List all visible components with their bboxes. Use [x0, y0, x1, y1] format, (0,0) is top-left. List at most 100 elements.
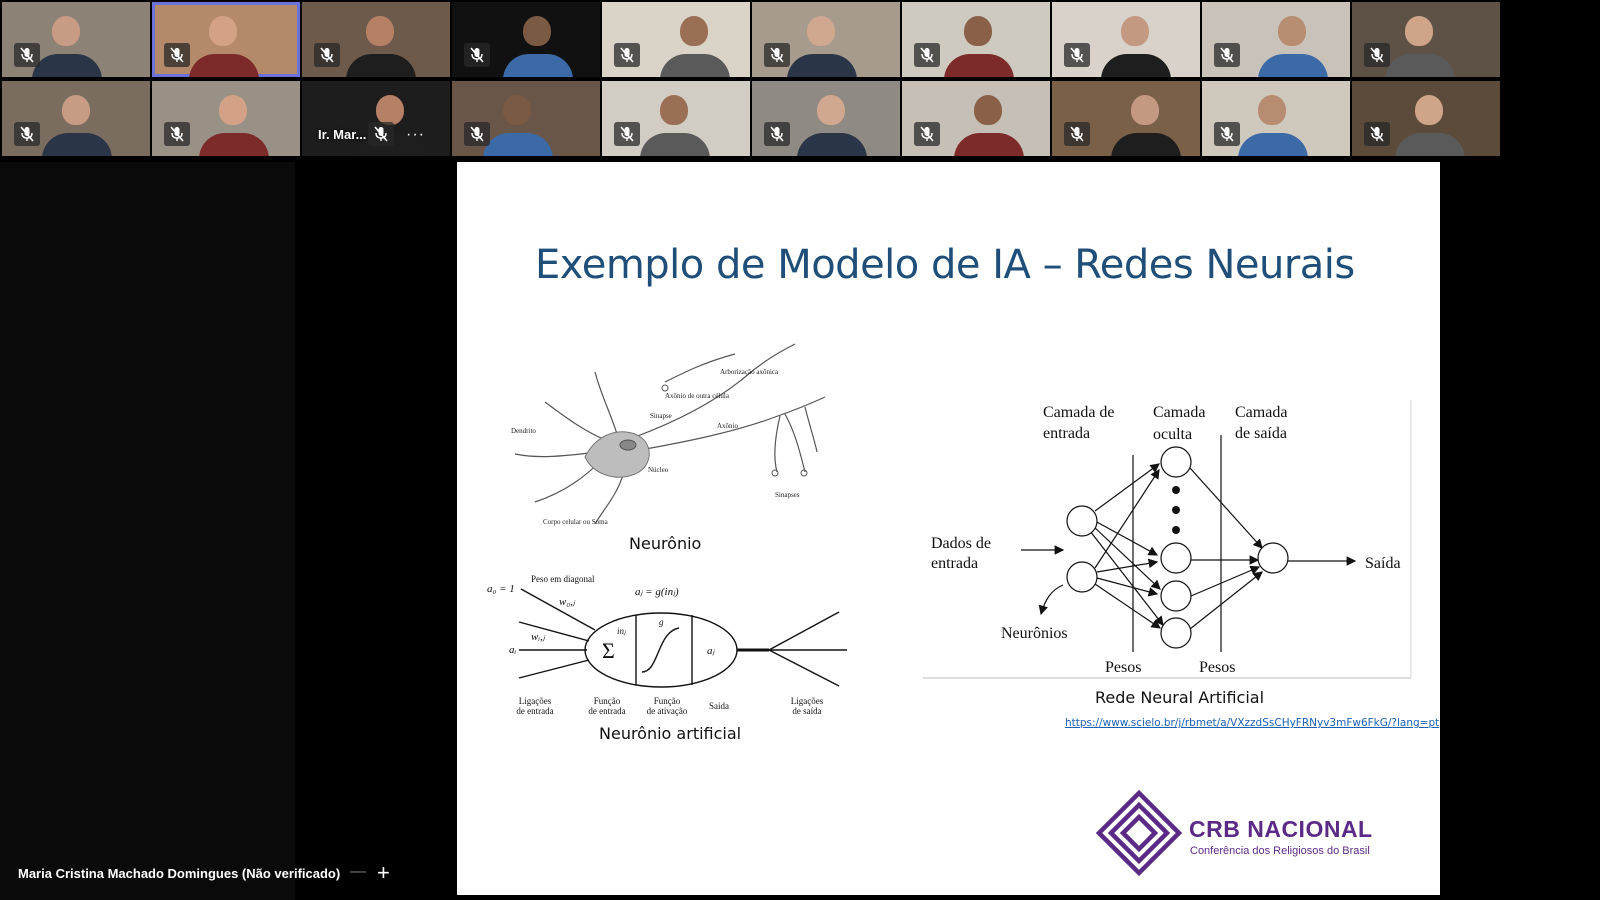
shared-screen: Exemplo de Modelo de IA – Redes Neurais [295, 162, 1600, 900]
label-funcao-entrada-1: Função [594, 696, 621, 706]
participant-tile[interactable] [1352, 2, 1500, 77]
participant-face [1405, 16, 1433, 46]
participant-tile[interactable] [452, 81, 600, 156]
participant-body [944, 54, 1014, 77]
muted-mic-icon [914, 122, 940, 146]
muted-mic-icon [614, 43, 640, 67]
participant-face [523, 16, 551, 46]
label-nucleo: Núcleo [648, 466, 669, 474]
participant-tile[interactable] [302, 2, 450, 77]
muted-mic-icon [14, 122, 40, 146]
label-camada-saida-1: Camada [1235, 404, 1287, 421]
slide-title: Exemplo de Modelo de IA – Redes Neurais [535, 242, 1355, 288]
participant-face [1258, 95, 1286, 125]
participant-tile[interactable] [1202, 2, 1350, 77]
participant-body [1111, 133, 1181, 156]
participant-tile[interactable] [602, 2, 750, 77]
participant-face [680, 16, 708, 46]
participant-tile[interactable] [1352, 81, 1500, 156]
label-a0: a₀ = 1 [487, 583, 515, 595]
participant-face [62, 95, 90, 125]
label-arborizacao: Arborização axônica [720, 368, 779, 376]
label-aj: aⱼ [707, 645, 716, 657]
muted-mic-icon [1214, 122, 1240, 146]
label-axonio: Axônio [717, 422, 739, 430]
participant-tile[interactable] [902, 81, 1050, 156]
participant-body [1385, 54, 1455, 77]
participant-body [199, 133, 269, 156]
participant-body [346, 54, 416, 77]
label-camada-entrada-1: Camada de [1043, 404, 1115, 421]
label-camada-oculta-1: Camada [1153, 404, 1205, 421]
label-funcao-ativacao-1: Função [654, 696, 681, 706]
participant-body [1238, 133, 1308, 156]
participant-tile[interactable] [602, 81, 750, 156]
participant-tile[interactable] [452, 2, 600, 77]
participant-face [219, 95, 247, 125]
muted-mic-icon [614, 122, 640, 146]
participant-tile[interactable]: Ir. Mar... ··· [302, 81, 450, 156]
participant-face [503, 95, 531, 125]
logo-name: CRB NACIONAL [1189, 816, 1373, 842]
muted-mic-icon [14, 43, 40, 67]
participant-tile[interactable] [1052, 81, 1200, 156]
participant-body [954, 133, 1024, 156]
participant-body [483, 133, 553, 156]
participant-face [974, 95, 1002, 125]
muted-mic-icon [764, 43, 790, 67]
logo-subtitle: Conferência dos Religiosos do Brasil [1190, 845, 1370, 857]
participant-face [817, 95, 845, 125]
muted-mic-icon [464, 122, 490, 146]
muted-mic-icon [164, 43, 190, 67]
participant-body [503, 54, 573, 77]
label-wij: wᵢ,ⱼ [531, 631, 546, 643]
participant-name-label: Ir. Mar... [318, 127, 367, 142]
participant-body [640, 133, 710, 156]
crb-logo-icon [1095, 789, 1183, 877]
stage-left-pane [0, 162, 295, 900]
participant-body [189, 54, 259, 77]
label-corpo: Corpo celular ou Soma [543, 518, 609, 526]
label-inj: inⱼ [617, 626, 627, 636]
participant-face [52, 16, 80, 46]
participant-face [1121, 16, 1149, 46]
participant-tile[interactable] [752, 81, 900, 156]
muted-mic-icon [1214, 43, 1240, 67]
participant-gallery: Ir. Mar... ··· [0, 0, 1600, 162]
participant-tile[interactable] [152, 2, 300, 77]
label-ligacoes-entrada-2: de entrada [516, 706, 553, 716]
participant-tile[interactable] [152, 81, 300, 156]
muted-mic-icon [1364, 43, 1390, 67]
network-caption: Rede Neural Artificial [1095, 688, 1265, 707]
label-camada-oculta-2: oculta [1153, 426, 1192, 443]
label-dendrito: Dendrito [511, 427, 536, 435]
label-pesos-2: Pesos [1199, 659, 1235, 676]
separator: — [350, 863, 366, 880]
participant-face [1278, 16, 1306, 46]
source-link[interactable]: https://www.scielo.br/j/rbmet/a/VXzzdSsC… [1065, 717, 1440, 729]
more-options-icon[interactable]: ··· [406, 126, 425, 143]
participant-tile[interactable] [1052, 2, 1200, 77]
participant-tile[interactable] [1202, 81, 1350, 156]
label-ligacoes-saida-2: de saída [792, 706, 821, 716]
add-icon[interactable]: + [377, 860, 390, 885]
label-sinapses: Sinapses [775, 491, 800, 499]
label-peso-diagonal: Peso em diagonal [531, 574, 595, 584]
label-neuronios: Neurônios [1001, 625, 1068, 642]
label-ligacoes-entrada-1: Ligações [519, 696, 552, 706]
label-ligacoes-saida-1: Ligações [791, 696, 824, 706]
muted-mic-icon [1064, 43, 1090, 67]
participant-body [1395, 133, 1465, 156]
label-funcao-entrada-2: de entrada [588, 706, 625, 716]
presentation-slide: Exemplo de Modelo de IA – Redes Neurais [457, 162, 1440, 895]
participant-tile[interactable] [752, 2, 900, 77]
participant-tile[interactable] [902, 2, 1050, 77]
label-camada-entrada-2: entrada [1043, 425, 1090, 442]
label-camada-saida-2: de saída [1235, 425, 1287, 442]
participant-tile[interactable] [2, 2, 150, 77]
participant-face [1415, 95, 1443, 125]
participant-face [964, 16, 992, 46]
muted-mic-icon [464, 43, 490, 67]
participant-face [366, 16, 394, 46]
participant-tile[interactable] [2, 81, 150, 156]
